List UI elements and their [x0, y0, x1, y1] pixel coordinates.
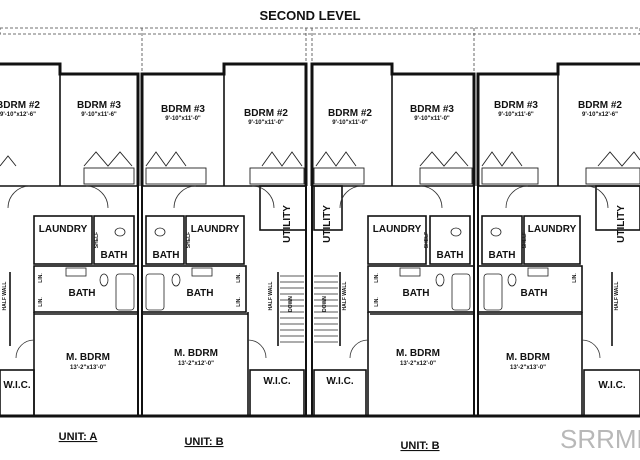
linen-label-4: LIN.: [236, 297, 242, 307]
room-dim-master-4: 13'-2"x13'-0": [510, 365, 546, 371]
door-swings: [7, 185, 609, 359]
room-label-bath-2: BATH: [186, 288, 213, 299]
room-label-laundry-3: LAUNDRY: [373, 224, 422, 235]
plan-title: SECOND LEVEL: [259, 8, 360, 23]
bedroom-labels: BDRM #2 9'-10"x12'-6" BDRM #3 9'-10"x11'…: [0, 100, 622, 126]
room-label-utility-1: UTILITY: [282, 205, 293, 243]
room-dim-bdrm3-unit-b2: 9'-10"x11'-0": [414, 116, 450, 122]
unit-labels: UNIT: A UNIT: B UNIT: B: [59, 431, 440, 452]
room-label-bdrm2-unit-4: BDRM #2: [578, 100, 622, 111]
room-label-master-3: M. BDRM: [396, 348, 440, 359]
room-label-upper-bath-4: BATH: [488, 250, 515, 261]
linen-label-7: LIN.: [572, 273, 578, 283]
room-label-bdrm3-unit-4: BDRM #3: [494, 100, 538, 111]
room-label-upper-bath-2: BATH: [152, 250, 179, 261]
room-dim-bdrm2-unit-b2: 9'-10"x11'-0": [332, 120, 368, 126]
half-wall-label-1: HALF WALL: [268, 282, 274, 311]
room-dim-bdrm2-unit-a: 9'-10"x12'-6": [0, 112, 36, 118]
interior-walls: [0, 64, 640, 417]
half-wall-label-4: HALF WALL: [614, 282, 620, 311]
room-dim-bdrm2-unit-4: 9'-10"x12'-6": [582, 112, 618, 118]
room-label-utility-2: UTILITY: [322, 205, 333, 243]
half-wall-label-3: HALF WALL: [2, 282, 8, 311]
room-label-wic-1: W.I.C.: [3, 380, 30, 391]
stair-down-label-2: DOWN: [322, 296, 328, 312]
watermark: SRRMLS: [560, 424, 640, 454]
shelf-label-1: SHELF: [94, 232, 100, 248]
room-label-wic-2: W.I.C.: [263, 376, 290, 387]
room-label-laundry-2: LAUNDRY: [191, 224, 240, 235]
room-label-bdrm3-unit-b1: BDRM #3: [161, 104, 205, 115]
room-dim-master-3: 13'-2"x12'-0": [400, 361, 436, 367]
closet-doors: [0, 151, 640, 185]
half-wall-label-2: HALF WALL: [342, 282, 348, 311]
service-room-labels: LAUNDRY BATH BATH LAUNDRY LAUNDRY BATH B…: [2, 205, 627, 312]
room-dim-bdrm3-unit-4: 9'-10"x11'-6": [498, 112, 534, 118]
unit-label-b-2: UNIT: B: [400, 440, 439, 452]
linen-label-3: LIN.: [236, 273, 242, 283]
shelf-label-4: SHELF: [522, 232, 528, 248]
room-dim-master-1: 13'-2"x13'-0": [70, 365, 106, 371]
room-label-wic-3: W.I.C.: [326, 376, 353, 387]
room-label-bdrm3-unit-a: BDRM #3: [77, 100, 121, 111]
shelf-label-2: SHELF: [186, 232, 192, 248]
room-dim-bdrm3-unit-b1: 9'-10"x11'-0": [165, 116, 201, 122]
room-label-utility-3: UTILITY: [616, 205, 627, 243]
roof-outline: [0, 27, 640, 74]
unit-label-a: UNIT: A: [59, 431, 98, 443]
room-label-bath-4: BATH: [520, 288, 547, 299]
bath-fixtures: [65, 227, 549, 311]
room-label-bath-3: BATH: [402, 288, 429, 299]
room-label-bdrm2-unit-b2: BDRM #2: [328, 108, 372, 119]
stairs: [280, 275, 338, 343]
room-label-bath-1: BATH: [68, 288, 95, 299]
room-label-laundry-1: LAUNDRY: [39, 224, 88, 235]
room-label-upper-bath-1: BATH: [100, 250, 127, 261]
room-label-master-2: M. BDRM: [174, 348, 218, 359]
stair-down-label-1: DOWN: [288, 296, 294, 312]
room-label-master-1: M. BDRM: [66, 352, 110, 363]
room-dim-bdrm3-unit-a: 9'-10"x11'-6": [81, 112, 117, 118]
party-walls: [137, 186, 479, 416]
room-label-bdrm2-unit-b1: BDRM #2: [244, 108, 288, 119]
room-dim-bdrm2-unit-b1: 9'-10"x11'-0": [248, 120, 284, 126]
linen-label-6: LIN.: [374, 297, 380, 307]
linen-label-5: LIN.: [374, 273, 380, 283]
room-label-bdrm2-unit-a: BDRM #2: [0, 100, 40, 111]
linen-label-1: LIN.: [38, 273, 44, 283]
master-bedroom-labels: M. BDRM 13'-2"x13'-0" M. BDRM 13'-2"x12'…: [3, 348, 625, 391]
room-label-master-4: M. BDRM: [506, 352, 550, 363]
room-label-bdrm3-unit-b2: BDRM #3: [410, 104, 454, 115]
unit-label-b-1: UNIT: B: [184, 436, 223, 448]
room-label-wic-4: W.I.C.: [598, 380, 625, 391]
room-label-upper-bath-3: BATH: [436, 250, 463, 261]
room-dim-master-2: 13'-2"x12'-0": [178, 361, 214, 367]
room-label-laundry-4: LAUNDRY: [528, 224, 577, 235]
linen-label-2: LIN.: [38, 297, 44, 307]
shelf-label-3: SHELF: [424, 232, 430, 248]
